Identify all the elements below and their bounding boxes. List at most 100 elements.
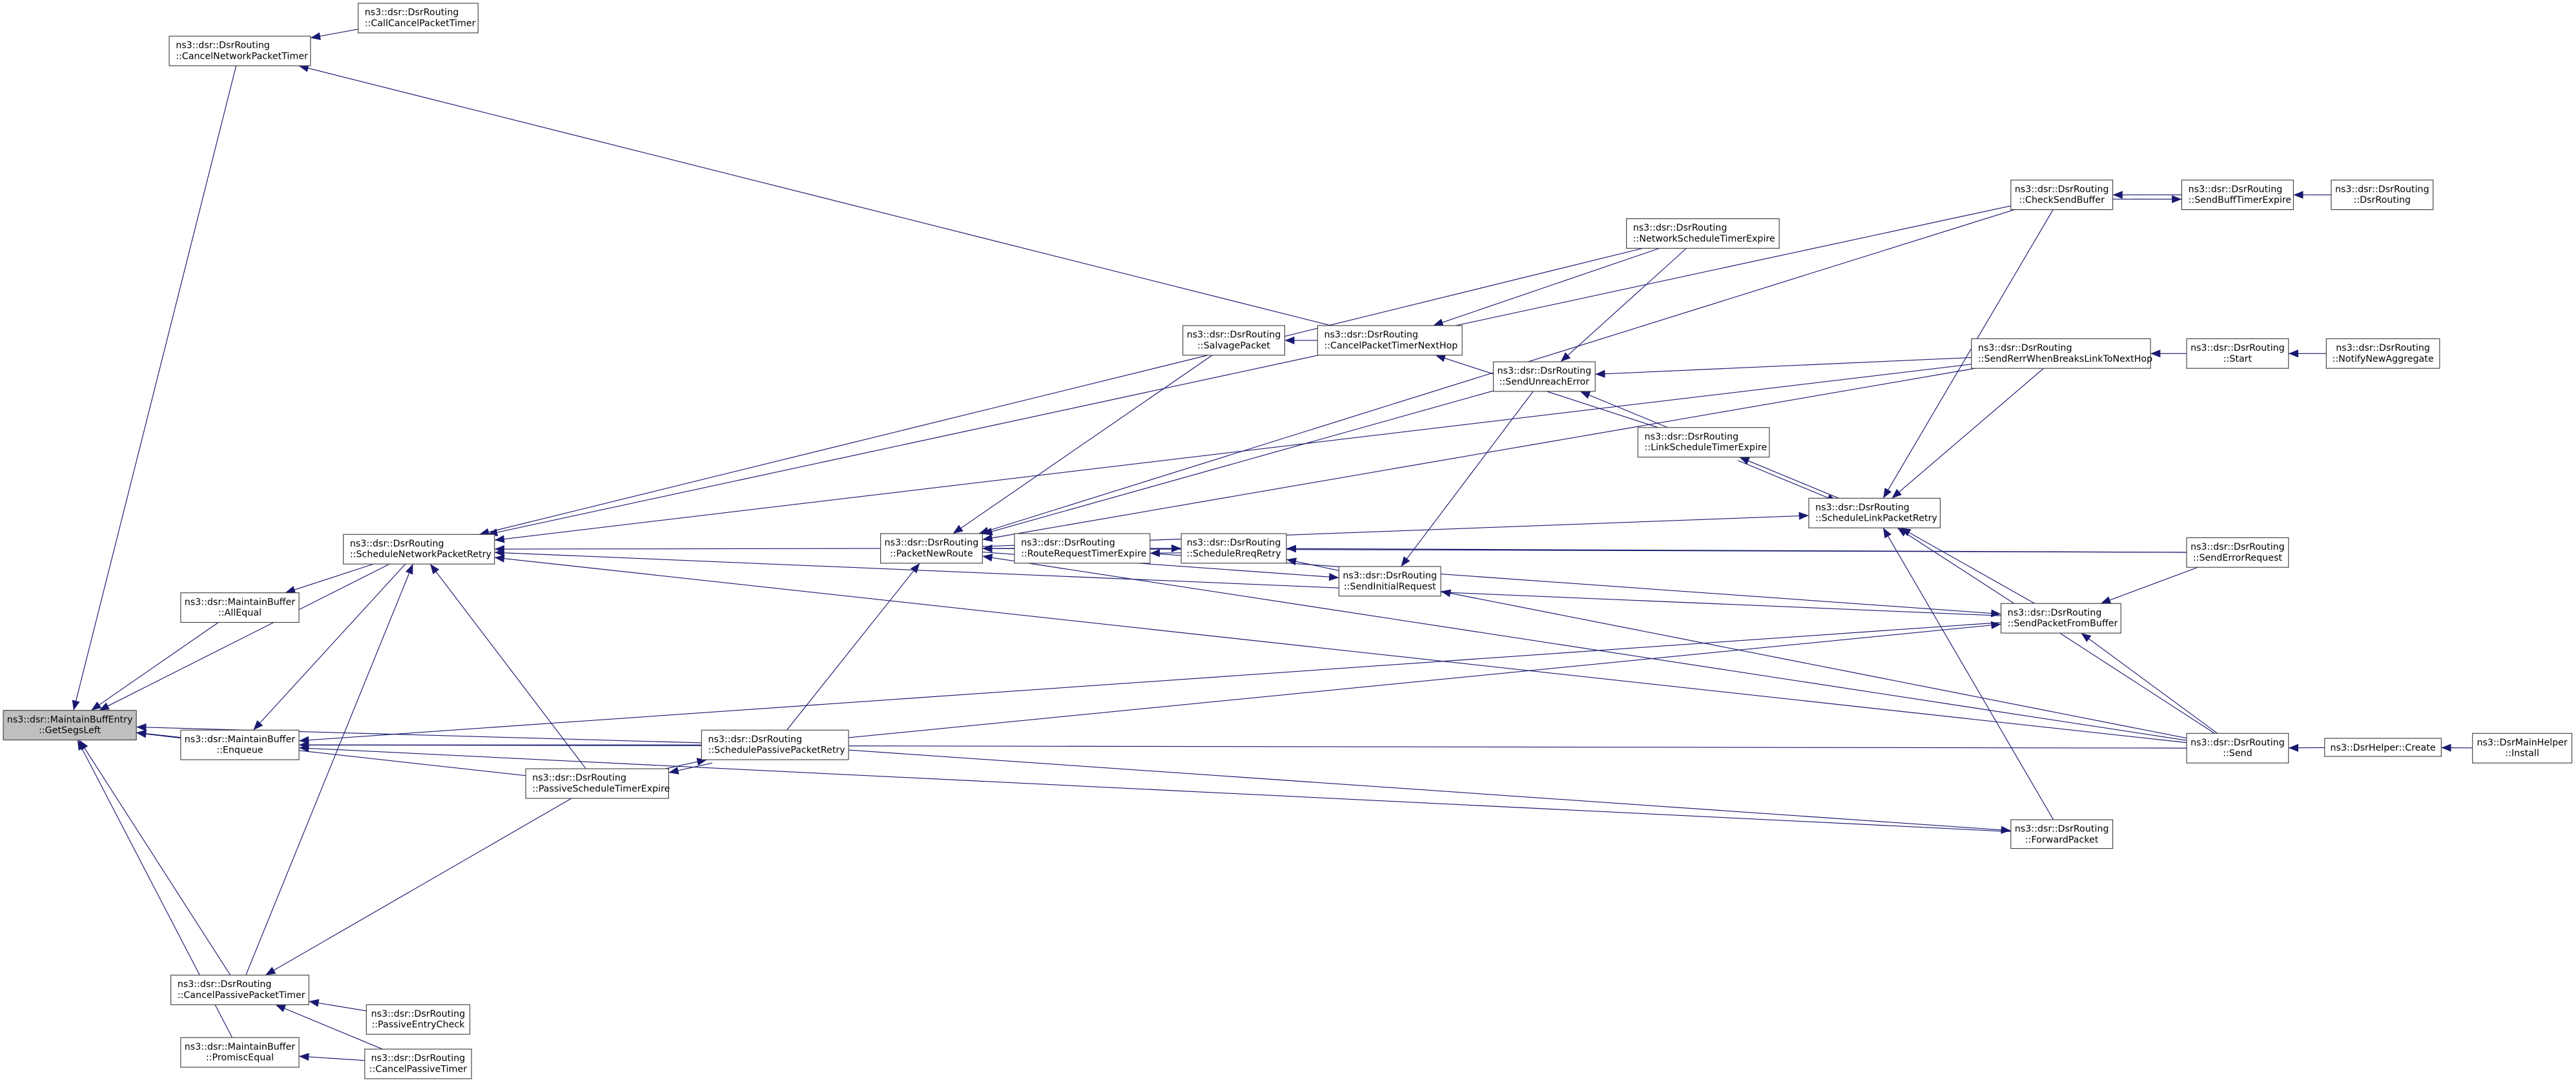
call-edge-schedule-passive-packet-retry-to-get-segs-left bbox=[136, 723, 702, 744]
call-edge-schedule-passive-packet-retry-to-packet-new-route bbox=[786, 563, 920, 731]
node-send-buff-timer-expire[interactable]: ns3::dsr::DsrRouting::SendBuffTimerExpir… bbox=[2181, 180, 2294, 211]
node-label-2: ::Enqueue bbox=[216, 745, 263, 756]
node-label-2: ::SendPacketFromBuffer bbox=[2008, 619, 2118, 629]
node-label-2: ::SendBuffTimerExpire bbox=[2189, 195, 2292, 205]
node-check-send-buffer[interactable]: ns3::dsr::DsrRouting::CheckSendBuffer bbox=[2010, 180, 2114, 211]
node-label-2: ::CancelNetworkPacketTimer bbox=[176, 51, 308, 61]
node-label-1: ns3::DsrHelper::Create bbox=[2331, 743, 2436, 753]
node-send-initial-request[interactable]: ns3::dsr::DsrRouting::SendInitialRequest bbox=[1338, 566, 1441, 597]
call-edge-send-to-enqueue bbox=[299, 741, 2187, 749]
node-box bbox=[364, 1048, 472, 1079]
node-schedule-rreq-retry[interactable]: ns3::dsr::DsrRouting::ScheduleRreqRetry bbox=[1180, 533, 1287, 564]
call-edge-cancel-packet-timer-next-hop-to-cancel-network-packet-timer bbox=[298, 64, 1332, 326]
call-edge-passive-schedule-timer-expire-to-cancel-passive-packet-timer bbox=[265, 798, 572, 976]
node-packet-new-route[interactable]: ns3::dsr::DsrRouting::PacketNewRoute bbox=[880, 533, 983, 564]
node-label-2: ::Send bbox=[2223, 749, 2252, 759]
node-box bbox=[701, 729, 849, 760]
node-box bbox=[170, 974, 309, 1005]
node-label-2: ::CancelPassivePacketTimer bbox=[178, 990, 305, 1001]
call-edge-cancel-network-packet-timer-to-get-segs-left bbox=[72, 65, 237, 711]
node-label-1: ns3::dsr::DsrRouting bbox=[371, 1009, 466, 1019]
node-label-2: ::PassiveScheduleTimerExpire bbox=[532, 784, 670, 794]
node-send[interactable]: ns3::dsr::DsrRouting::Send bbox=[2186, 733, 2289, 764]
node-label-1: ns3::dsr::DsrRouting bbox=[2336, 343, 2430, 353]
call-edge-send-rerr-when-breaks-link-to-next-hop-to-schedule-network-packet-retry bbox=[494, 364, 1972, 543]
node-label-2: ::Install bbox=[2505, 749, 2539, 759]
node-label-1: ns3::dsr::MaintainBuffEntry bbox=[7, 714, 133, 725]
call-edge-send-packet-from-buffer-to-schedule-network-packet-retry bbox=[494, 548, 2001, 616]
node-dsr-main-helper-install[interactable]: ns3::DsrMainHelper::Install bbox=[2472, 733, 2573, 764]
node-send-packet-from-buffer[interactable]: ns3::dsr::DsrRouting::SendPacketFromBuff… bbox=[2001, 603, 2121, 634]
node-network-schedule-timer-expire[interactable]: ns3::dsr::DsrRouting::NetworkScheduleTim… bbox=[1625, 218, 1780, 249]
node-cancel-passive-packet-timer[interactable]: ns3::dsr::DsrRouting::CancelPassivePacke… bbox=[170, 974, 309, 1005]
node-cancel-passive-timer[interactable]: ns3::dsr::DsrRouting::CancelPassiveTimer bbox=[364, 1048, 472, 1079]
node-label-1: ns3::dsr::DsrRouting bbox=[1815, 503, 1910, 513]
node-schedule-network-packet-retry[interactable]: ns3::dsr::DsrRouting::ScheduleNetworkPac… bbox=[343, 534, 495, 565]
node-label-2: ::CallCancelPacketTimer bbox=[365, 18, 476, 28]
node-notify-new-aggregate[interactable]: ns3::dsr::DsrRouting::NotifyNewAggregate bbox=[2325, 338, 2440, 369]
node-enqueue[interactable]: ns3::dsr::MaintainBuffer::Enqueue bbox=[180, 729, 300, 760]
node-label-1: ns3::dsr::DsrRouting bbox=[2015, 184, 2109, 194]
node-label-2: ::SendInitialRequest bbox=[1344, 581, 1436, 592]
node-call-cancel-packet-timer[interactable]: ns3::dsr::DsrRouting::CallCancelPacketTi… bbox=[358, 3, 479, 34]
node-label-1: ns3::dsr::DsrRouting bbox=[1645, 432, 1739, 442]
node-send-rerr-when-breaks-link-to-next-hop[interactable]: ns3::dsr::DsrRouting::SendRerrWhenBreaks… bbox=[1971, 338, 2152, 369]
node-route-request-timer-expire[interactable]: ns3::dsr::DsrRouting::RouteRequestTimerE… bbox=[1014, 533, 1151, 564]
call-edge-passive-schedule-timer-expire-to-schedule-network-packet-retry bbox=[429, 563, 586, 769]
node-label-1: ns3::dsr::DsrRouting bbox=[2189, 184, 2283, 194]
node-label-2: ::PacketNewRoute bbox=[890, 548, 973, 559]
node-box bbox=[180, 592, 300, 623]
node-label-1: ns3::dsr::DsrRouting bbox=[365, 8, 459, 18]
node-passive-entry-check[interactable]: ns3::dsr::DsrRouting::PassiveEntryCheck bbox=[366, 1004, 471, 1035]
node-passive-schedule-timer-expire[interactable]: ns3::dsr::DsrRouting::PassiveScheduleTim… bbox=[525, 768, 670, 799]
node-schedule-passive-packet-retry[interactable]: ns3::dsr::DsrRouting::SchedulePassivePac… bbox=[701, 729, 849, 760]
node-box bbox=[2186, 338, 2289, 369]
node-label-2: ::ScheduleLinkPacketRetry bbox=[1815, 514, 1937, 524]
node-box bbox=[343, 534, 495, 565]
call-edge-call-cancel-packet-timer-to-cancel-network-packet-timer bbox=[310, 28, 358, 40]
node-dsr-routing[interactable]: ns3::dsr::DsrRouting::DsrRouting bbox=[2331, 180, 2434, 211]
node-label-1: ns3::dsr::DsrRouting bbox=[532, 773, 626, 784]
call-edge-send-to-schedule-network-packet-retry bbox=[494, 554, 2187, 744]
node-box bbox=[1637, 427, 1770, 458]
node-label-2: ::ForwardPacket bbox=[2025, 835, 2099, 845]
node-box bbox=[1338, 566, 1441, 597]
node-label-2: ::SendErrorRequest bbox=[2193, 553, 2282, 563]
node-label-2: ::PassiveEntryCheck bbox=[371, 1020, 465, 1030]
node-label-1: ns3::dsr::DsrRouting bbox=[176, 41, 270, 51]
node-send-error-request[interactable]: ns3::dsr::DsrRouting::SendErrorRequest bbox=[2186, 537, 2289, 568]
node-all-equal[interactable]: ns3::dsr::MaintainBuffer::AllEqual bbox=[180, 592, 300, 623]
node-label-1: ns3::dsr::MaintainBuffer bbox=[185, 734, 295, 745]
node-label-2: ::SendRerrWhenBreaksLinkToNextHop bbox=[1978, 354, 2152, 364]
node-salvage-packet[interactable]: ns3::dsr::DsrRouting::SalvagePacket bbox=[1182, 325, 1285, 356]
node-send-unreach-error[interactable]: ns3::dsr::DsrRouting::SendUnreachError bbox=[1492, 361, 1596, 392]
node-schedule-link-packet-retry[interactable]: ns3::dsr::DsrRouting::ScheduleLinkPacket… bbox=[1808, 497, 1941, 528]
call-edge-cancel-passive-packet-timer-to-get-segs-left bbox=[79, 740, 231, 975]
node-box bbox=[180, 1037, 300, 1068]
node-box bbox=[2010, 819, 2114, 849]
call-edge-send-to-send-packet-from-buffer bbox=[2081, 632, 2218, 734]
node-box bbox=[169, 36, 311, 67]
call-edge-send-error-request-to-send-packet-from-buffer bbox=[2100, 567, 2198, 604]
node-box bbox=[2325, 338, 2440, 369]
node-get-segs-left[interactable]: ns3::dsr::MaintainBuffEntry::GetSegsLeft bbox=[3, 710, 137, 741]
node-cancel-network-packet-timer[interactable]: ns3::dsr::DsrRouting::CancelNetworkPacke… bbox=[169, 36, 311, 67]
node-label-1: ns3::dsr::DsrRouting bbox=[1021, 538, 1115, 548]
node-link-schedule-timer-expire[interactable]: ns3::dsr::DsrRouting::LinkScheduleTimerE… bbox=[1637, 427, 1770, 458]
node-start[interactable]: ns3::dsr::DsrRouting::Start bbox=[2186, 338, 2289, 369]
node-label-1: ns3::dsr::DsrRouting bbox=[708, 734, 802, 745]
node-box bbox=[2186, 537, 2289, 568]
call-edge-check-send-buffer-to-schedule-network-packet-retry bbox=[487, 205, 2011, 537]
call-edge-all-equal-to-get-segs-left bbox=[90, 622, 219, 711]
call-edge-check-send-buffer-to-schedule-link-packet-retry bbox=[1882, 209, 2054, 499]
node-box bbox=[2186, 733, 2289, 764]
node-label-1: ns3::dsr::DsrRouting bbox=[2190, 738, 2285, 748]
node-cancel-packet-timer-next-hop[interactable]: ns3::dsr::DsrRouting::CancelPacketTimerN… bbox=[1317, 325, 1463, 356]
node-label-1: ns3::dsr::DsrRouting bbox=[1187, 330, 1281, 340]
call-edge-schedule-passive-packet-retry-to-send-packet-from-buffer bbox=[848, 621, 2001, 738]
node-label-1: ns3::dsr::DsrRouting bbox=[2008, 608, 2102, 618]
node-dsr-helper-create[interactable]: ns3::DsrHelper::Create bbox=[2324, 738, 2442, 757]
call-edge-forward-packet-to-enqueue bbox=[298, 744, 2011, 832]
node-promisc-equal[interactable]: ns3::dsr::MaintainBuffer::PromiscEqual bbox=[180, 1037, 300, 1068]
node-forward-packet[interactable]: ns3::dsr::DsrRouting::ForwardPacket bbox=[2010, 819, 2114, 849]
